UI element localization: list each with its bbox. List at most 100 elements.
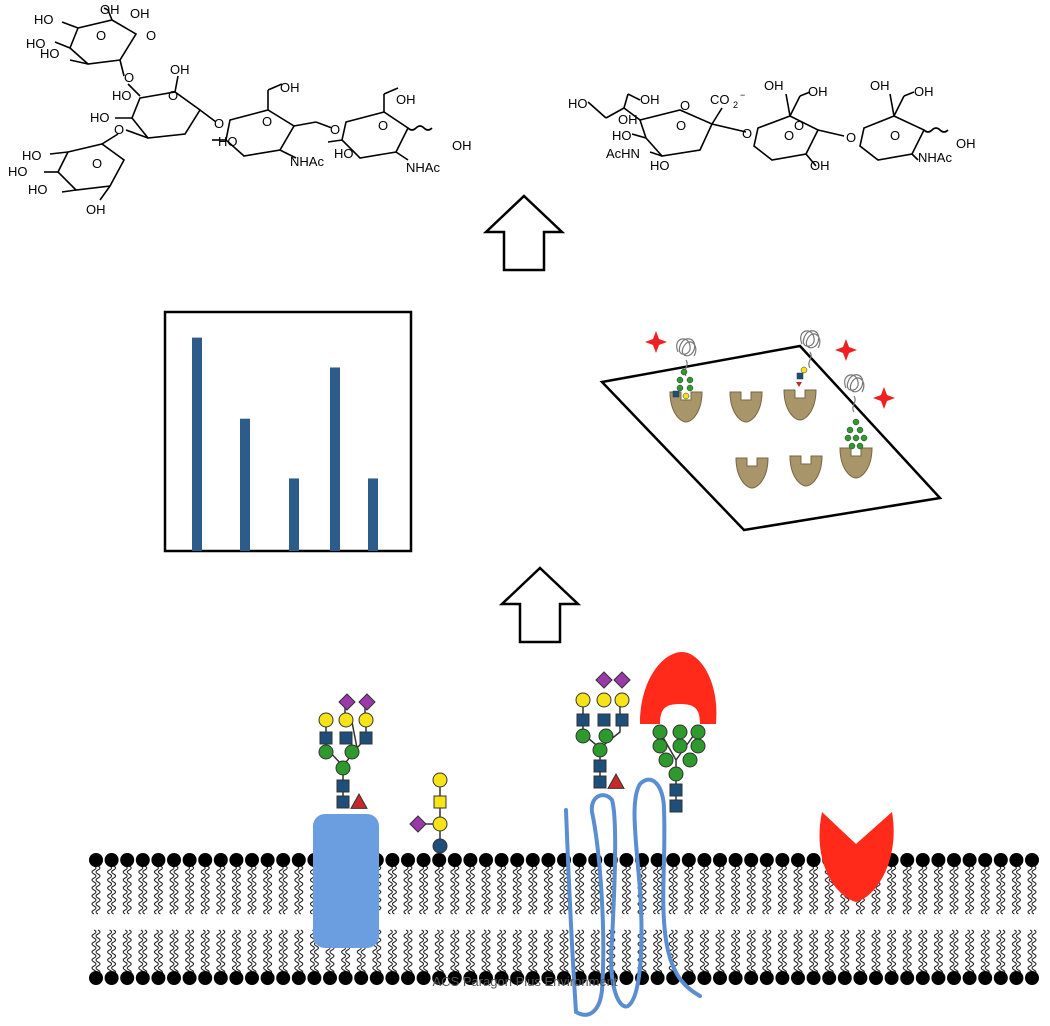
lipid-tail <box>688 929 694 979</box>
lipid-tail <box>731 865 737 915</box>
lipid-head <box>479 853 493 867</box>
chem-left-label: O <box>214 116 224 131</box>
lipid-tail <box>419 865 425 915</box>
chem-right-label: O <box>846 130 856 145</box>
lipid-head <box>229 853 244 867</box>
lipid-tail <box>949 929 955 979</box>
lipid-tail <box>532 865 538 915</box>
lipid-tail <box>126 929 132 979</box>
lipid-head <box>993 971 1008 985</box>
lipid-head <box>697 971 712 985</box>
lipid-head <box>806 971 821 985</box>
lipid-head <box>120 853 135 867</box>
lipid-head <box>728 853 743 867</box>
lipid-tail <box>777 865 783 915</box>
lipid-head <box>931 853 946 867</box>
array-glycan <box>676 376 684 384</box>
lipid-head <box>962 853 977 867</box>
lipid-tail <box>247 929 253 979</box>
chem-left-label: OH <box>100 2 120 17</box>
lipid-tail <box>1000 929 1006 979</box>
lipid-head <box>213 853 228 867</box>
lipid-head <box>135 971 150 985</box>
lipid-tail <box>235 865 241 915</box>
lipid-tail <box>185 929 191 979</box>
lipid-tail <box>485 865 491 915</box>
lipid-tail <box>809 929 815 979</box>
lipid-tail <box>871 929 877 979</box>
chem-right-label: 2 <box>733 100 738 110</box>
lipid-head <box>588 971 603 985</box>
glycan-diamond <box>613 671 631 689</box>
lipid-head <box>619 853 634 867</box>
array-glycan <box>844 434 852 442</box>
lipid-head <box>182 971 197 985</box>
lipid-head <box>791 853 805 867</box>
lipid-tail <box>625 929 631 979</box>
chem-left-label: HO <box>28 182 48 197</box>
lipid-tail <box>501 865 507 915</box>
lectin-bound-glycan <box>640 652 717 724</box>
array-lectin <box>839 447 873 479</box>
lipid-head <box>120 971 135 985</box>
lipid-tail <box>532 929 538 979</box>
lipid-head <box>245 971 259 985</box>
chem-right-label: HO <box>568 96 588 111</box>
labeled-protein <box>800 330 821 369</box>
lipid-tail <box>657 865 663 915</box>
lipid-head <box>806 853 821 867</box>
lipid-tail <box>984 865 990 915</box>
lipid-tail <box>969 929 975 979</box>
lipid-tail <box>251 865 257 915</box>
glycan-square <box>669 783 683 797</box>
lipid-tail <box>1031 929 1037 979</box>
lipid-tail <box>579 865 585 915</box>
lipid-head <box>744 971 759 985</box>
lipid-tail <box>153 865 159 915</box>
lipid-head <box>744 853 759 867</box>
lipid-head <box>541 971 556 985</box>
lipid-head <box>447 971 462 985</box>
lipid-tail <box>91 929 97 979</box>
lipid-head <box>931 971 946 985</box>
glycan-circle <box>652 724 668 740</box>
up-arrow-middle <box>498 566 582 644</box>
lipid-tail <box>216 865 222 915</box>
chem-right-label: OH <box>956 136 976 151</box>
chem-left-label: O <box>262 114 272 129</box>
lipid-tail <box>828 929 834 979</box>
bar <box>192 337 202 551</box>
lipid-tail <box>824 929 830 979</box>
lipid-head <box>338 971 353 985</box>
lipid-tail <box>247 865 253 915</box>
lipid-tail <box>438 929 444 979</box>
chem-left-label: HO <box>112 88 132 103</box>
lipid-tail <box>403 865 409 915</box>
lipid-head <box>1025 971 1039 985</box>
lipid-tail <box>793 865 799 915</box>
lipid-tail <box>485 929 491 979</box>
lipid-tail <box>1015 929 1021 979</box>
lipid-head <box>900 853 915 867</box>
glycan-circle <box>318 712 334 728</box>
array-glycan <box>856 426 864 434</box>
chem-right-label: − <box>740 90 745 100</box>
lipid-tail <box>762 929 768 979</box>
lipid-tail <box>953 865 959 915</box>
lipid-head <box>525 971 540 985</box>
array-glycan <box>680 368 688 376</box>
lipid-tail <box>157 865 163 915</box>
array-lectin <box>783 389 817 421</box>
lipid-tail <box>309 865 315 915</box>
lipid-tail <box>189 929 195 979</box>
lipid-tail <box>653 865 659 915</box>
lipid-head <box>260 971 275 985</box>
lipid-tail <box>278 929 284 979</box>
lipid-tail <box>594 865 600 915</box>
lipid-head <box>276 853 291 867</box>
lipid-tail <box>887 929 893 979</box>
lipid-tail <box>231 865 237 915</box>
lipid-tail <box>469 929 475 979</box>
lipid-tail <box>1011 865 1017 915</box>
glycan-diamond <box>358 693 376 711</box>
